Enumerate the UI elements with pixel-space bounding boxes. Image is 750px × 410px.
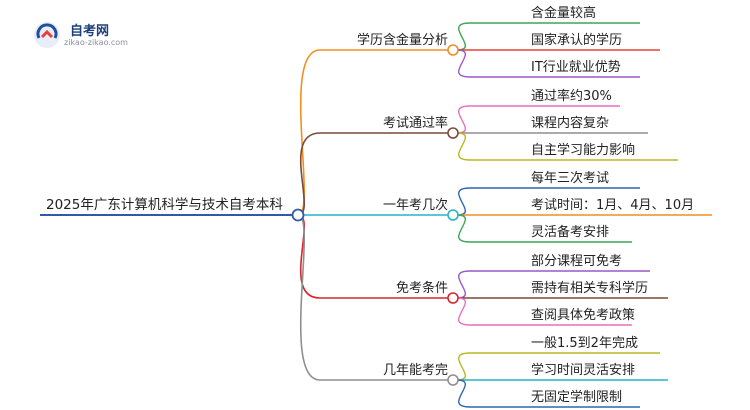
branch-node xyxy=(447,127,459,139)
branch-node xyxy=(447,209,459,221)
leaf-label: 灵活备考安排 xyxy=(531,224,609,240)
leaf-label: 课程内容复杂 xyxy=(531,115,609,131)
logo-subtitle: zikao-zikao.com xyxy=(64,38,128,47)
leaf-label: 考试时间：1月、4月、10月 xyxy=(531,198,694,213)
leaf-label: 需持有相关专科学历 xyxy=(531,280,648,296)
leaf-label: 部分课程可免考 xyxy=(531,254,622,269)
branch-connector xyxy=(297,214,321,381)
branch-label: 学历含金量分析 xyxy=(357,32,448,48)
branch-label: 考试通过率 xyxy=(383,115,448,131)
leaf-label: 自主学习能力影响 xyxy=(531,142,635,158)
root-node xyxy=(291,208,305,222)
root-label: 2025年广东计算机科学与技术自考本科 xyxy=(46,197,283,213)
leaf-label: 一般1.5到2年完成 xyxy=(531,335,638,351)
leaf-label: 学习时间灵活安排 xyxy=(531,362,635,378)
branch-connector xyxy=(297,214,321,299)
branch-label: 免考条件 xyxy=(396,280,448,296)
logo-title: 自考网 xyxy=(70,24,110,39)
leaf-connector xyxy=(456,105,471,134)
leaf-label: 无固定学制限制 xyxy=(531,389,622,405)
branch-label: 一年考几次 xyxy=(383,197,448,213)
leaf-label: 每年三次考试 xyxy=(531,170,609,186)
leaf-label: 含金量较高 xyxy=(531,5,596,21)
leaf-connector xyxy=(456,22,471,51)
branch-node xyxy=(447,292,459,304)
leaf-label: IT行业就业优势 xyxy=(531,59,621,75)
leaf-connector xyxy=(456,187,471,216)
leaf-label: 国家承认的学历 xyxy=(531,32,622,48)
branch-node xyxy=(447,44,459,56)
leaf-connector xyxy=(456,297,471,326)
site-logo: 自考网 zikao-zikao.com xyxy=(34,20,154,50)
leaf-connector xyxy=(456,132,471,161)
leaf-label: 查阅具体免考政策 xyxy=(531,307,635,323)
leaf-connector xyxy=(456,214,471,243)
branch-node xyxy=(447,374,459,386)
leaf-connector xyxy=(456,352,471,381)
leaf-label: 通过率约30% xyxy=(531,88,612,104)
branch-label: 几年能考完 xyxy=(383,363,448,378)
logo-mark-icon xyxy=(34,22,60,48)
branch-connector xyxy=(297,49,321,216)
branch-connector xyxy=(297,132,321,216)
leaf-connector xyxy=(456,270,471,299)
leaf-connector xyxy=(456,379,471,408)
leaf-connector xyxy=(456,49,471,78)
